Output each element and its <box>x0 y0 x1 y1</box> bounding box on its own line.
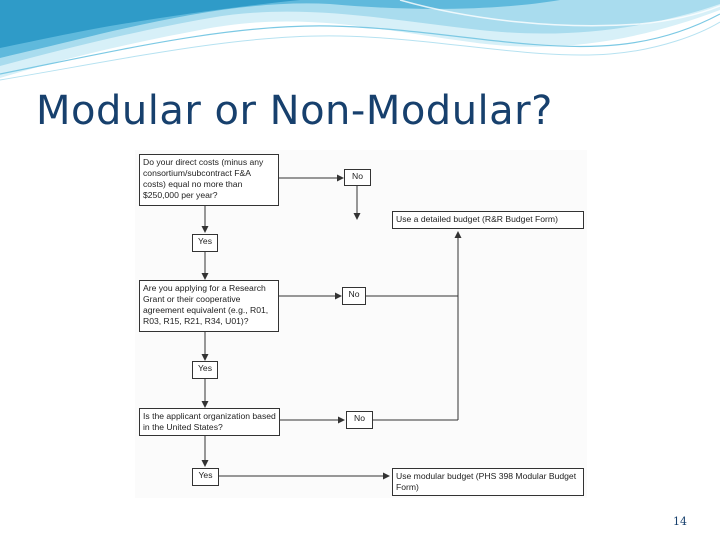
question-direct-costs: Do your direct costs (minus any consorti… <box>139 154 279 206</box>
question-us-organization: Is the applicant organization based in t… <box>139 408 280 436</box>
page-number: 14 <box>673 515 687 528</box>
outcome-modular-budget: Use modular budget (PHS 398 Modular Budg… <box>392 468 584 496</box>
no-box-research-grant: No <box>342 287 366 305</box>
header-wave-decoration <box>0 0 720 81</box>
yes-box-research-grant: Yes <box>192 361 218 379</box>
outcome-detailed-budget: Use a detailed budget (R&R Budget Form) <box>392 211 584 229</box>
no-box-direct-costs: No <box>344 169 371 186</box>
budget-decision-flowchart: Do your direct costs (minus any consorti… <box>135 150 587 498</box>
yes-box-direct-costs: Yes <box>192 234 218 252</box>
slide-title: Modular or Non-Modular? <box>36 88 553 134</box>
question-research-grant: Are you applying for a Research Grant or… <box>139 280 279 332</box>
yes-box-us-organization: Yes <box>192 468 219 486</box>
no-box-us-organization: No <box>346 411 373 429</box>
flowchart-connectors <box>201 174 462 480</box>
